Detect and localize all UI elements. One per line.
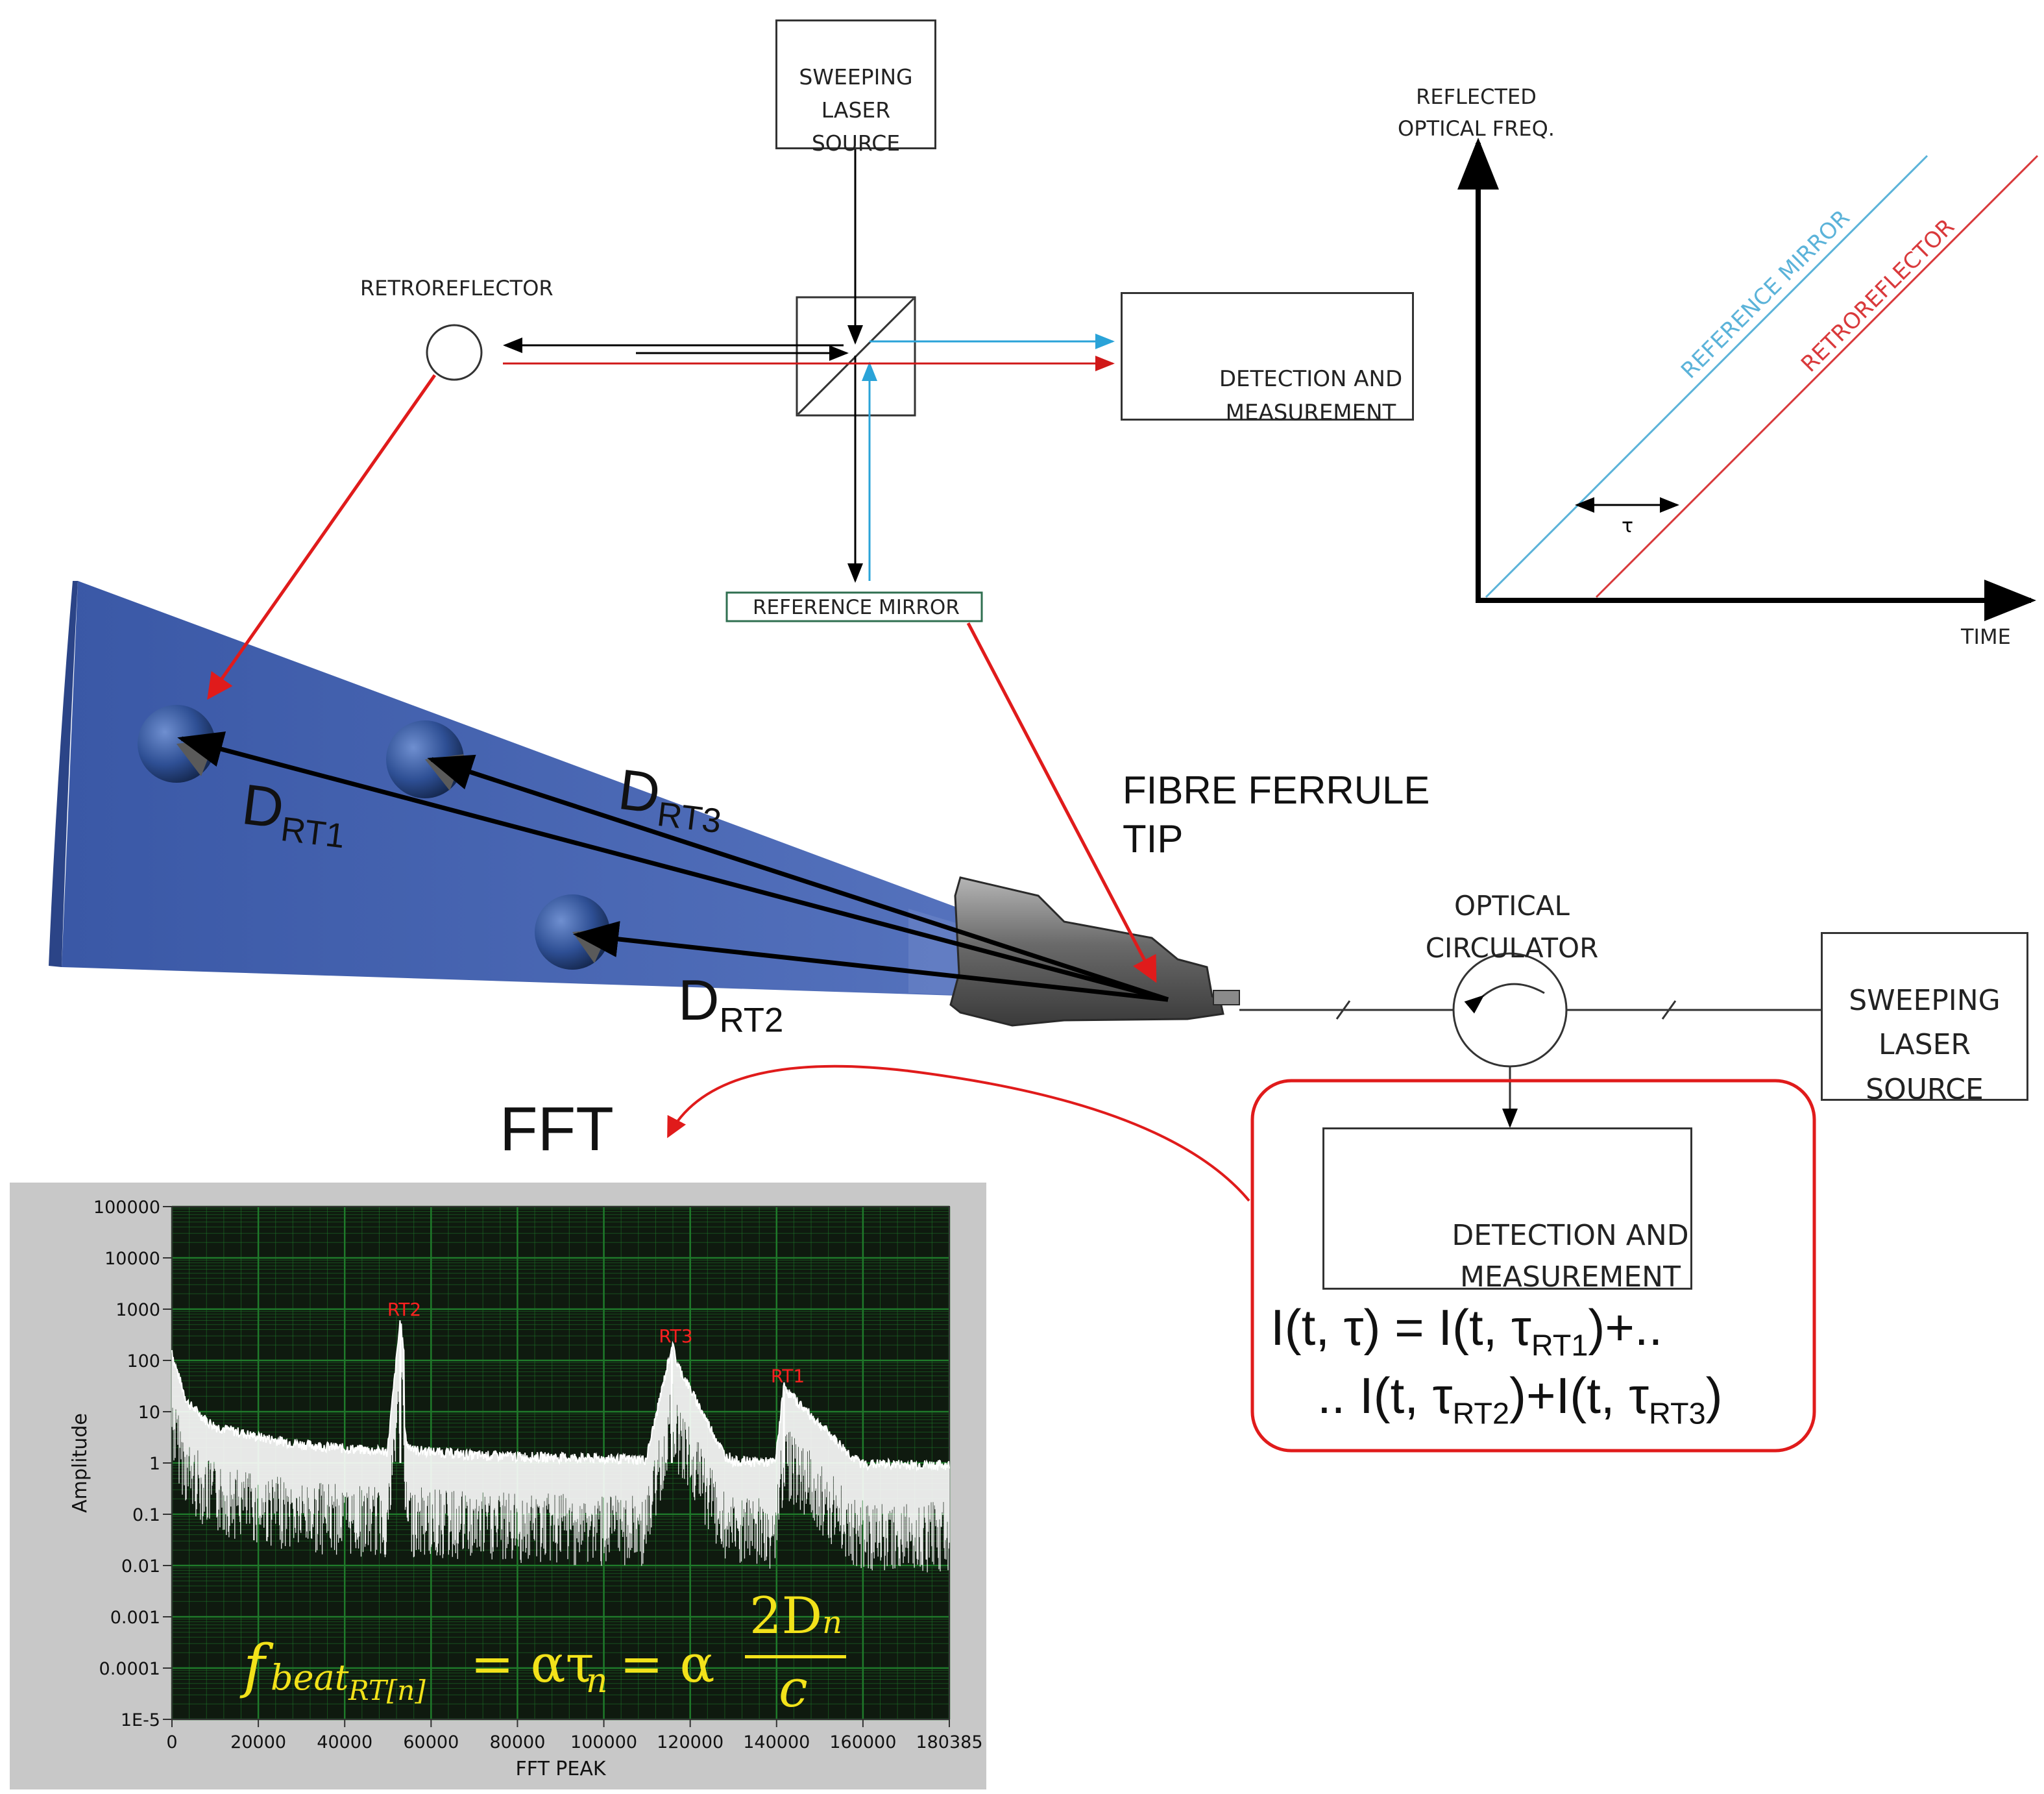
fft-y-tick-label: 10000 [104, 1249, 160, 1269]
fft-peak-label-rt2: RT2 [387, 1299, 421, 1320]
fft-x-tick-label: 40000 [317, 1732, 372, 1752]
fft-x-tick-label: 160000 [829, 1732, 896, 1752]
retroreflector-label: RETROREFLECTOR [360, 276, 554, 301]
formula-sub-rtn: RT[n] [348, 1675, 426, 1706]
tau-label: τ [1622, 515, 1633, 537]
fft-trace [171, 1320, 950, 1472]
fft-y-tick-label: 0.1 [132, 1505, 160, 1525]
signal-highlight-box [1250, 1079, 1816, 1453]
formula-fraction-bar [745, 1655, 846, 1658]
retroreflector-line [1595, 154, 2039, 598]
frequency-time-plot: τ REFERENCE MIRROR RETROREFLECTOR [1457, 138, 2039, 621]
right-laser-source-box [1821, 932, 2028, 1101]
time-axis-label: TIME [1961, 624, 2011, 649]
equation-line-2: .. I(t, τRT2)+I(t, τRT3) [1317, 1367, 1723, 1431]
fft-y-axis-label: Amplitude [69, 1413, 91, 1513]
fft-x-tick-label: 20000 [230, 1732, 286, 1752]
top-detection-box [1121, 292, 1414, 421]
fft-y-tick-label: 1000 [116, 1300, 160, 1320]
fibre-ferrule [949, 876, 1240, 1027]
fft-x-tick-label: 80000 [489, 1732, 545, 1752]
distance-rt1-label: DRT1 [238, 771, 347, 856]
fft-x-tick-label: 120000 [657, 1732, 724, 1752]
formula-numerator: 2Dn [749, 1587, 843, 1645]
formula-denominator: c [779, 1658, 808, 1719]
retroreflector-sphere-rt3 [386, 720, 464, 798]
distance-rt3-label: DRT3 [614, 756, 724, 841]
fft-x-tick-label: 60000 [403, 1732, 459, 1752]
equation-line-1: I(t, τ) = I(t, τRT1)+.. [1271, 1299, 1663, 1362]
fft-title: FFT [500, 1094, 614, 1164]
fft-y-tick-label: 100000 [93, 1198, 160, 1218]
fft-x-tick-label: 0 [166, 1732, 177, 1752]
fft-y-tick-label: 0.01 [121, 1556, 160, 1577]
formula-alpha: = α [620, 1634, 715, 1694]
beat-frequency-formula: f beat RT[n] = ατ n = α 2Dn c [243, 1587, 860, 1730]
fft-y-tick-label: 0.0001 [99, 1659, 160, 1679]
formula-sub-beat: beat [271, 1657, 349, 1698]
fft-noise-floor [171, 1320, 950, 1573]
fft-x-tick-label: 100000 [570, 1732, 637, 1752]
fft-x-axis-label: FFT PEAK [515, 1758, 606, 1780]
fft-y-tick-label: 1E-5 [121, 1710, 160, 1730]
fft-chart: 100000 10000 1000 100 10 1 0.1 0.01 0.001 0.0001 1… [69, 1198, 983, 1780]
top-laser-source-box [775, 19, 936, 149]
reference-mirror [725, 591, 983, 622]
fft-peak-label-rt3: RT3 [659, 1325, 692, 1347]
retroreflector-sphere-rt2 [535, 894, 610, 970]
formula-alpha-tau: = ατ [470, 1634, 594, 1694]
fft-x-tick-label: 180385 [916, 1732, 982, 1752]
formula-sub-n: n [586, 1662, 608, 1701]
formula-f: f [243, 1632, 265, 1701]
reference-mirror-label: REFERENCE MIRROR [753, 596, 960, 619]
fft-x-tick-label: 140000 [743, 1732, 810, 1752]
bottom-detection-box [1322, 1127, 1692, 1290]
retroreflector-symbol [426, 324, 483, 381]
fft-chart-panel: 100000 10000 1000 100 10 1 0.1 0.01 0.001 0.0001 1… [10, 1183, 986, 1789]
fft-y-tick-label: 10 [138, 1403, 160, 1423]
distance-rt2-label: DRT2 [678, 968, 784, 1040]
fft-y-tick-label: 0.001 [110, 1608, 160, 1628]
reference-mirror-line [1485, 154, 1928, 598]
fft-y-tick-label: 1 [149, 1454, 160, 1474]
fft-peak-label-rt1: RT1 [771, 1366, 805, 1387]
fft-y-tick-label: 100 [127, 1351, 160, 1371]
